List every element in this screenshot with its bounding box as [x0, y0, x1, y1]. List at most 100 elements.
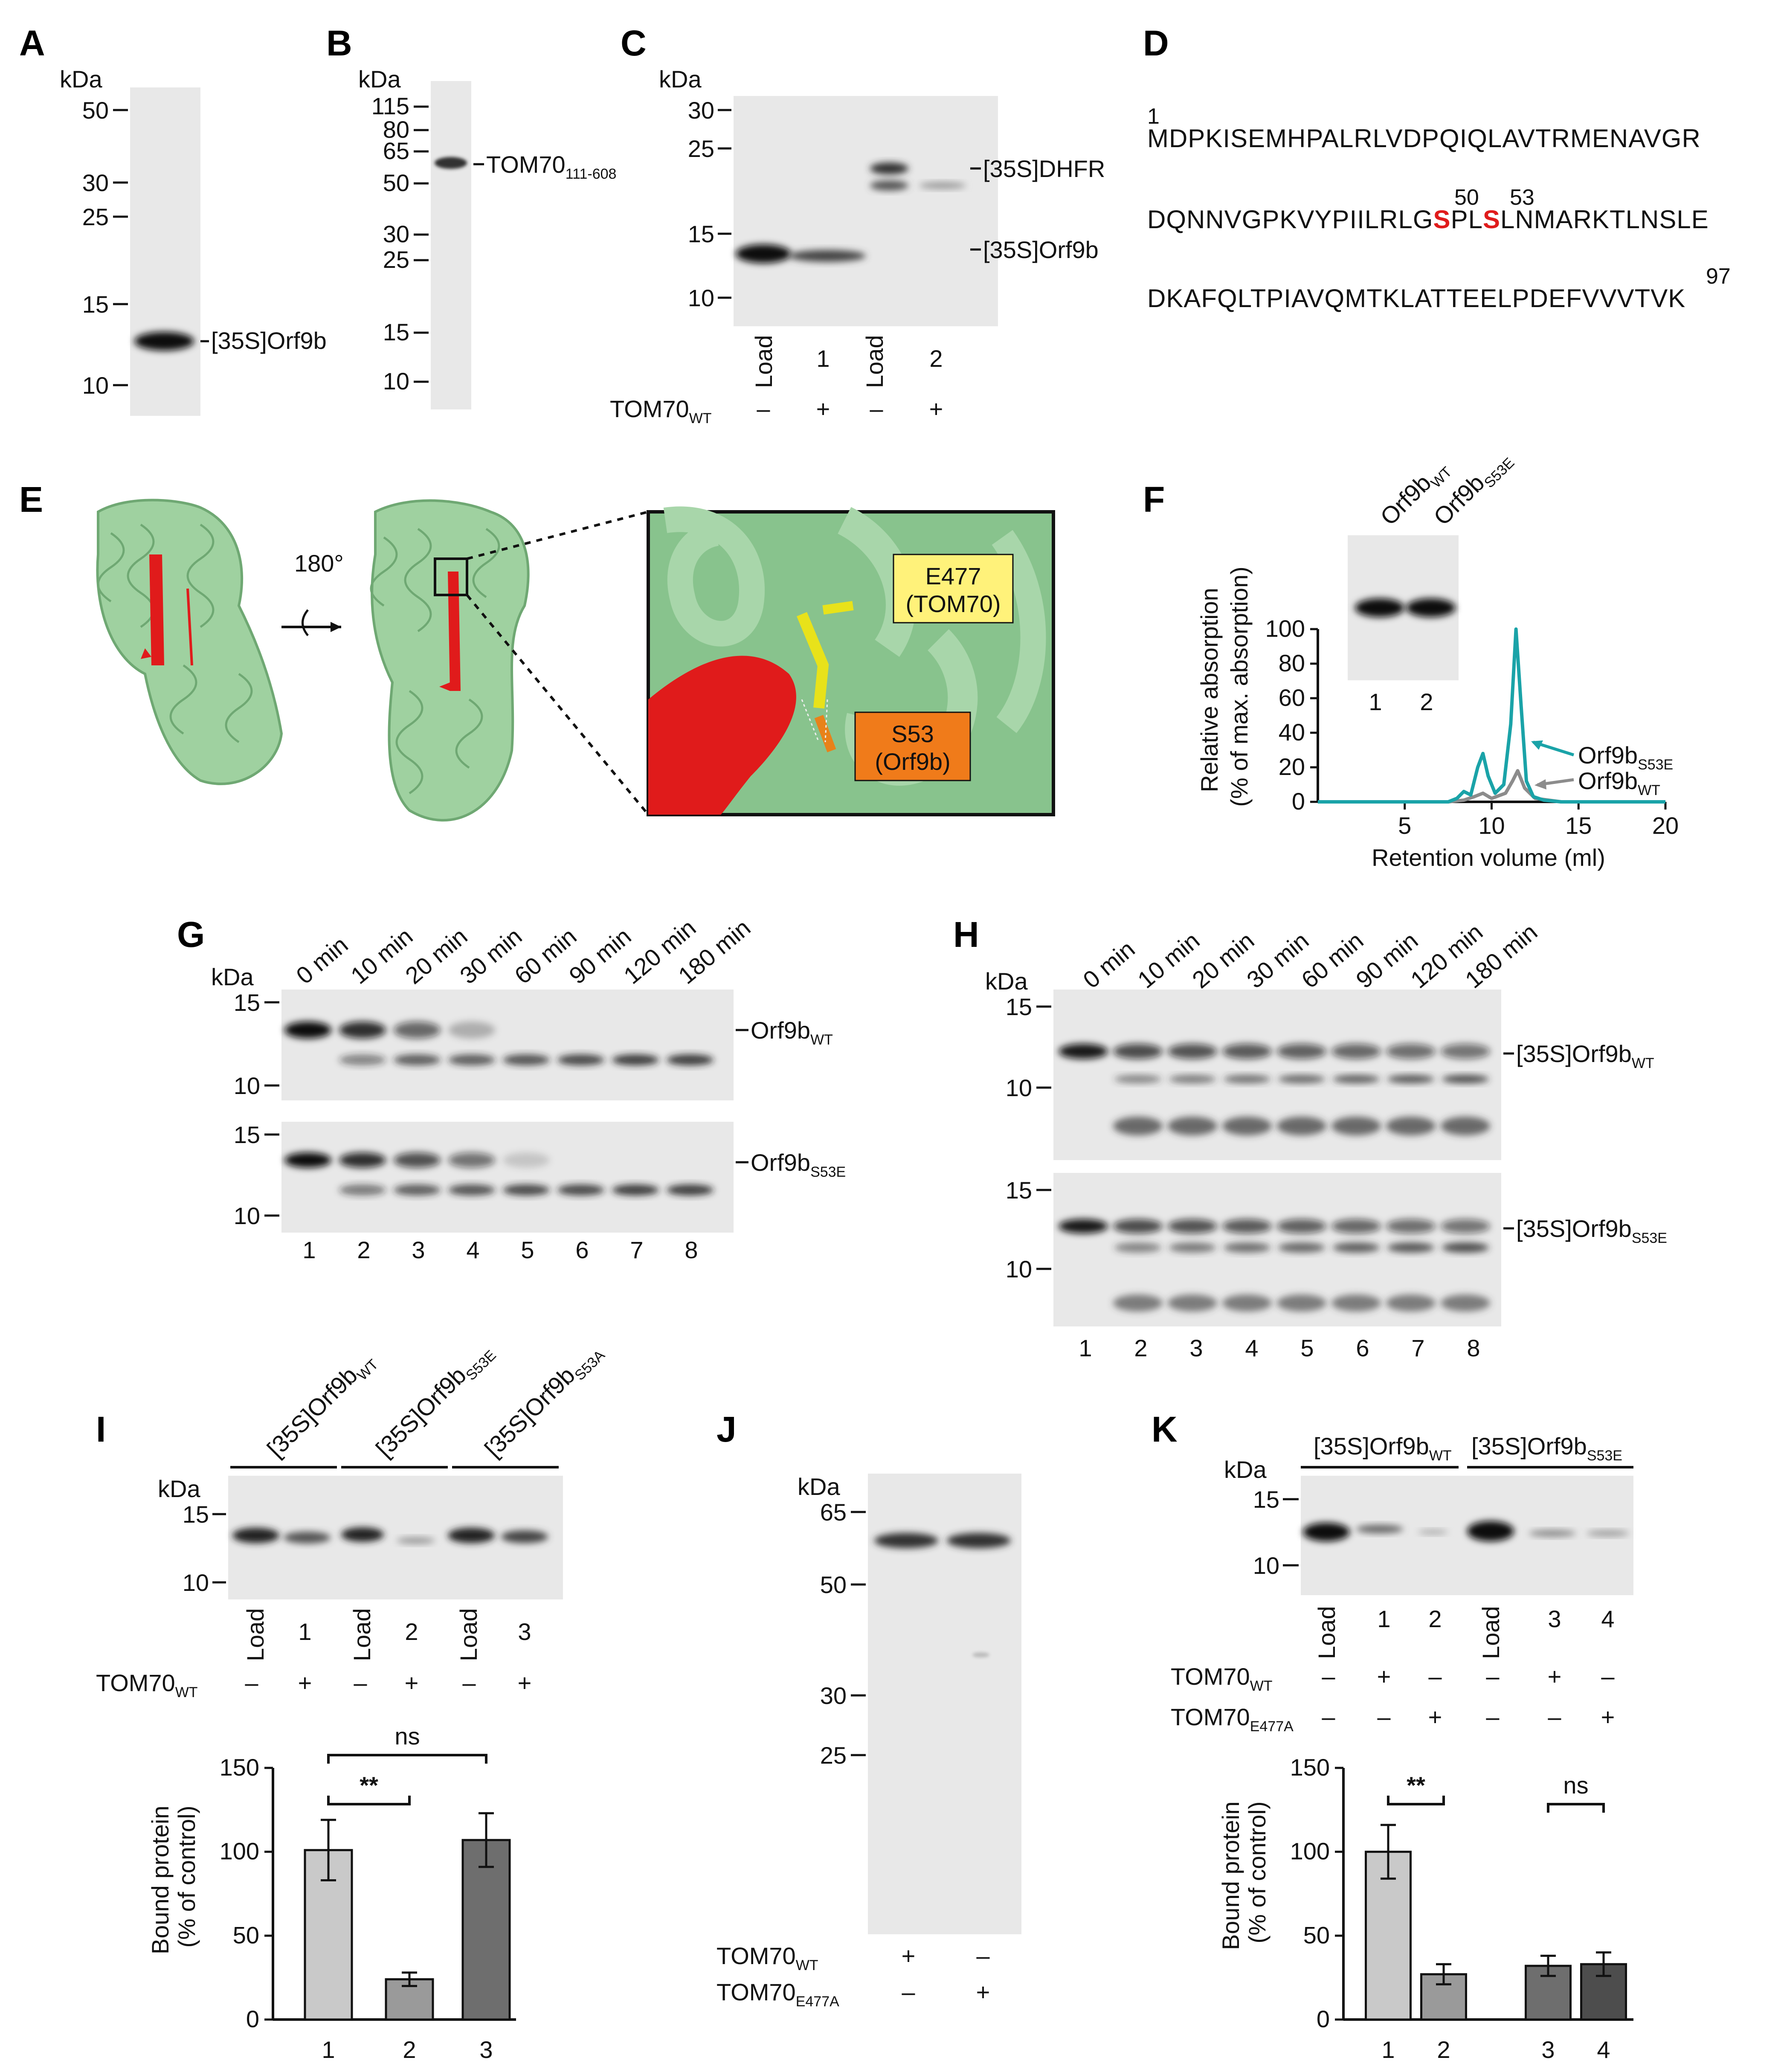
gel-band [1355, 598, 1404, 617]
bar [461, 1839, 511, 2021]
y-tick-label: 0 [1292, 788, 1305, 815]
panel-a: A kDa 50 30 25 15 10 [35S]Orf9b [19, 23, 327, 416]
sign: – [1548, 1703, 1561, 1730]
row-label: TOM70WT [610, 395, 712, 427]
y-tick-label: 0 [1317, 2005, 1330, 2032]
lane-number: 7 [630, 1236, 643, 1263]
marker-label: 10 [1006, 1074, 1032, 1101]
lane-label: 2 [929, 345, 943, 372]
sign: + [1377, 1663, 1391, 1690]
sign: + [405, 1669, 419, 1696]
gel-image [868, 1474, 1021, 1934]
time-label: 30 min [455, 923, 527, 989]
marker-label: 15 [1253, 1486, 1279, 1513]
sequence-line-2: DQNNVGPKVYPIILRLGSPLSLNMARKTLNSLE [1147, 205, 1709, 234]
lane-number: 6 [1356, 1335, 1369, 1361]
sign: + [1428, 1703, 1442, 1730]
sign: – [245, 1669, 258, 1696]
gel-band [736, 244, 791, 263]
lane-number: 7 [1411, 1335, 1424, 1361]
panel-letter: H [953, 914, 979, 955]
y-axis-label: Relative absorption (% of max. absorptio… [1196, 566, 1253, 807]
y-tick-label: 100 [220, 1838, 259, 1865]
sequence-line-1: MDPKISEMHPALRLVDPQIQLAVTRMENAVGR [1147, 124, 1701, 153]
y-tick-label: 150 [1290, 1754, 1330, 1781]
protein-structure-front [96, 499, 283, 785]
lane-number: 5 [1300, 1335, 1314, 1361]
sign: – [1377, 1703, 1391, 1730]
band-label: TOM70111-608 [486, 151, 616, 182]
panel-b: B kDa 115 80 65 50 30 25 15 10 TOM70111-… [326, 23, 616, 409]
lane-label: Load [1477, 1606, 1504, 1659]
lane-number: 2 [357, 1236, 370, 1263]
sign: – [354, 1669, 367, 1696]
inset-label: Orf9bS53E [1428, 444, 1517, 533]
x-tick-label: 3 [1541, 2036, 1555, 2063]
lane-number: 6 [575, 1236, 589, 1263]
kda-label: kDa [211, 963, 254, 990]
sequence-line-3: DKAFQLTPIAVQMTKLATTEELPDEFVVVTVK [1147, 284, 1685, 313]
marker-label: 10 [688, 284, 714, 311]
panel-letter: A [19, 23, 45, 63]
series-label: Orf9bS53E [1578, 742, 1673, 773]
sign: + [902, 1942, 916, 1969]
kda-label: kDa [158, 1475, 200, 1502]
time-label: 0 min [291, 931, 353, 989]
group-label: [35S]Orf9bWT [262, 1346, 381, 1465]
row-label: TOM70E477A [716, 1979, 839, 2010]
marker-label: 30 [688, 97, 714, 124]
panel-letter: J [716, 1409, 737, 1449]
marker-label: 25 [82, 203, 109, 230]
lane-label: 3 [518, 1618, 531, 1645]
x-tick-label: 4 [1597, 2036, 1610, 2063]
panel-j: J kDa 65 50 30 25 TOM70WT TOM70E477A + –… [716, 1409, 1021, 2010]
marker-label: 10 [82, 372, 109, 399]
marker-label: 10 [1006, 1256, 1032, 1283]
x-tick-label: 1 [1381, 2036, 1395, 2063]
lane-label: 2 [1428, 1605, 1442, 1632]
marker-label: 15 [383, 319, 409, 345]
x-tick-label: 2 [1437, 2036, 1450, 2063]
x-tick-label: 3 [479, 2036, 493, 2063]
y-tick-label: 50 [1303, 1921, 1330, 1948]
gel-band [1406, 598, 1456, 617]
group-label: [35S]Orf9bS53E [371, 1337, 499, 1465]
marker-label: 30 [82, 169, 109, 196]
position-label: 97 [1706, 264, 1731, 289]
lane-number: 5 [521, 1236, 534, 1263]
marker-label: 15 [82, 291, 109, 318]
sign: – [1428, 1663, 1442, 1690]
callout-text: (TOM70) [906, 590, 1001, 617]
lane-label: 1 [816, 345, 830, 372]
lane-label: 1 [298, 1618, 311, 1645]
y-tick-label: 40 [1279, 719, 1305, 746]
lane-label: Load [1313, 1606, 1340, 1659]
group-label: [35S]Orf9bWT [1314, 1433, 1452, 1464]
marker-label: 15 [1006, 1177, 1032, 1204]
gel-band [435, 157, 467, 169]
callout-text: (Orf9b) [875, 748, 950, 775]
sign: – [902, 1979, 915, 2005]
callout-box [854, 711, 971, 781]
band-label: [35S]Orf9b [211, 327, 327, 354]
sign: + [929, 395, 943, 422]
x-axis-label: Retention volume (ml) [1372, 844, 1605, 871]
panel-e: E 180° [19, 479, 1055, 822]
significance-label: ** [1407, 1772, 1425, 1799]
rotation-label: 180° [294, 550, 344, 577]
row-label: TOM70WT [716, 1942, 818, 1973]
sign-rows: –+––+–––+––+ [1322, 1663, 1615, 1730]
position-label: 1 [1147, 104, 1160, 129]
gel-band [134, 332, 194, 351]
sign: – [462, 1669, 476, 1696]
marker-label: 15 [234, 1121, 260, 1148]
y-axis-label: Bound protein (% of control) [1217, 1795, 1270, 1950]
sign: – [1322, 1703, 1335, 1730]
x-tick-label: 1 [322, 2036, 335, 2063]
gel-bands [284, 1021, 714, 1196]
x-tick-label: 5 [1398, 812, 1411, 839]
gel-image-bottom [281, 1122, 734, 1233]
